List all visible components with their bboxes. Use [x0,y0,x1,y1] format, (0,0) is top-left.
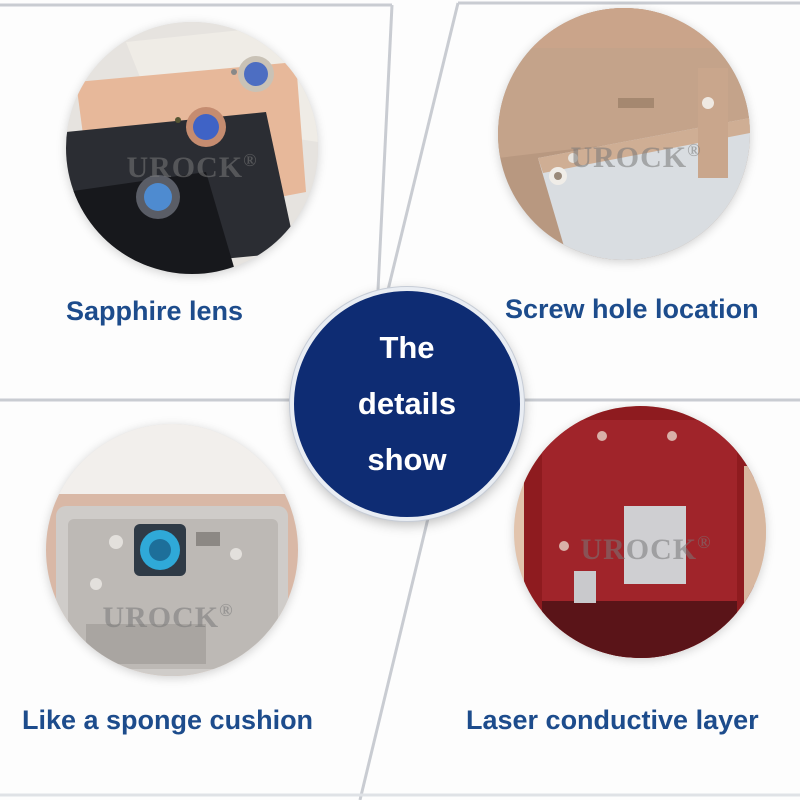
details-title-disc: The details show [290,287,524,521]
caption-screw-hole-location: Screw hole location [505,294,759,324]
caption-sapphire-lens: Sapphire lens [66,296,244,326]
sponge-cushion-photo: UROCK® [46,424,298,676]
caption-sponge-cushion: Like a sponge cushion [22,705,314,735]
title-line-1: The [379,330,435,365]
sapphire-lens-photo: UROCK® [66,22,318,274]
title-line-2: details [357,386,457,421]
title-line-3: show [367,442,447,477]
caption-laser-conductive-layer: Laser conductive layer [466,705,759,735]
screw-hole-photo: UROCK® [498,8,750,260]
conductive-layer-photo: UROCK® [514,406,766,658]
